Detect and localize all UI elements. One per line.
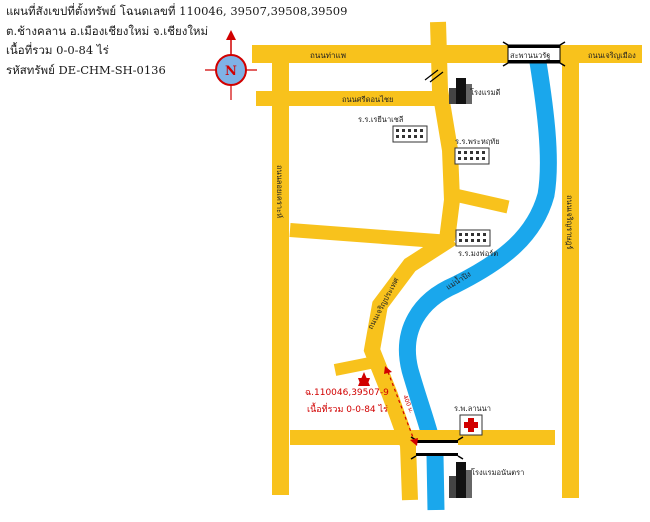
school-1-icon: [392, 125, 428, 143]
property-deed-label: ฉ.110046,39507-9: [305, 388, 389, 398]
label-school-3: ร.ร.มงฟอร์ต: [458, 249, 498, 258]
label-school-1: ร.ร.เรยีนาเชลี: [358, 115, 403, 124]
river: [398, 48, 557, 511]
distance-arrow-top: [384, 366, 392, 374]
road-label-loi-kroh: ถนนลอยเคราะห์: [275, 165, 284, 218]
label-hotel-top: โรงแรมดี: [470, 88, 501, 97]
compass-letter: N: [225, 64, 237, 79]
road-curves: [289, 21, 510, 501]
road-charoen-prathet: [363, 231, 457, 501]
hotel-bottom-icon: [449, 462, 472, 498]
road-label-nawarat: สะพานนวรัฐ: [510, 51, 550, 60]
header-line-3: เนื้อที่รวม 0-0-84 ไร่: [6, 43, 109, 57]
road-break-mark: [424, 69, 444, 83]
school-2-icon: [454, 147, 490, 165]
road-label-sridonchai: ถนนศรีดอนไชย: [342, 95, 393, 104]
header-line-1: แผนที่สังเขปที่ตั้งทรัพย์ โฉนดเลขที่ 110…: [6, 4, 348, 18]
road-west-branch: [289, 223, 451, 249]
road-loi-kroh: [272, 48, 289, 495]
header-line-4: รหัสทรัพย์ DE-CHM-SH-0136: [6, 63, 166, 77]
property-marker: [358, 372, 370, 386]
road-label-tha-phae: ถนนท่าแพ: [310, 51, 346, 60]
compass-icon: N: [205, 30, 257, 100]
header-line-2: ต.ช้างคลาน อ.เมืองเชียงใหม่ จ.เชียงใหม่: [6, 24, 209, 38]
road-charoen-rat: [562, 48, 579, 498]
label-hospital: ร.พ.ลานนา: [454, 404, 491, 413]
school-3-icon: [455, 229, 491, 247]
road-east-branch: [453, 188, 510, 214]
bottom-bridge: [410, 436, 464, 460]
property-area-label: เนื้อที่รวม 0-0-84 ไร่: [307, 402, 388, 415]
distance-line: [387, 371, 415, 441]
label-school-2: ร.ร.พระหฤทัย: [455, 137, 500, 146]
nawarat-bridge: [502, 41, 566, 67]
road-upper-central: [430, 21, 461, 241]
distance-arrow-bottom: [410, 438, 418, 446]
label-hotel-bottom: โรงแรมอนันตรา: [471, 468, 524, 477]
road-label-charoen-rat: ถนนเจริญราษฎร์: [565, 195, 574, 249]
road-bottom: [290, 430, 555, 445]
road-property-spur: [333, 356, 377, 376]
hospital-icon: [459, 414, 483, 436]
road-sridonchai: [256, 91, 441, 106]
hotel-top-icon: [449, 78, 472, 104]
road-label-charoen-muang: ถนนเจริญเมือง: [588, 51, 636, 60]
